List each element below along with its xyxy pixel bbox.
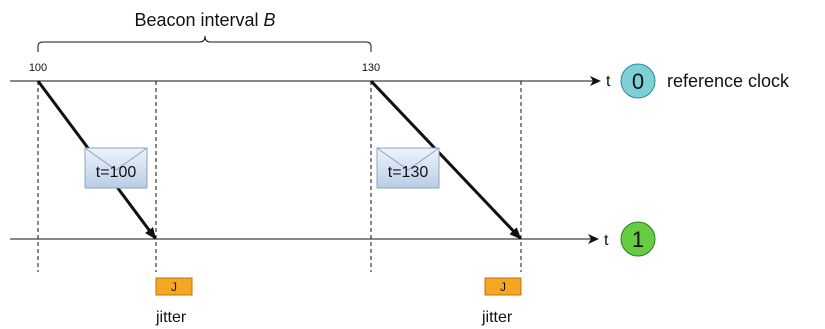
envelope-icon	[376, 147, 440, 189]
interval-brace	[37, 35, 372, 52]
reference-axis-t-label: t	[606, 73, 611, 90]
tick-label-100: 100	[29, 62, 47, 74]
beacon-arrow-130	[369, 79, 522, 240]
beacon-interval-title: Beacon interval B	[134, 10, 275, 30]
message-text-100: t=100	[96, 164, 137, 181]
jitter-badge-text-130: J	[500, 280, 506, 294]
envelope-icon	[84, 147, 148, 189]
beacon-message-100: t=100	[84, 147, 148, 189]
jitter-label-100: jitter	[155, 309, 187, 326]
receiver-axis-t-label: t	[604, 232, 609, 249]
node-0-circle	[620, 63, 656, 99]
jitter-label-130: jitter	[481, 309, 513, 326]
jitter-badge-100	[155, 277, 193, 296]
reference-clock-label: reference clock	[667, 71, 790, 91]
node-0-label: 0	[632, 69, 644, 94]
message-text-130: t=130	[388, 164, 429, 181]
node-1-label: 1	[632, 227, 644, 252]
tick-label-130: 130	[362, 62, 380, 74]
node-1-circle	[620, 221, 656, 257]
beacon-message-130: t=130	[376, 147, 440, 189]
jitter-badge-130	[484, 277, 522, 296]
jitter-badge-text-100: J	[171, 280, 177, 294]
